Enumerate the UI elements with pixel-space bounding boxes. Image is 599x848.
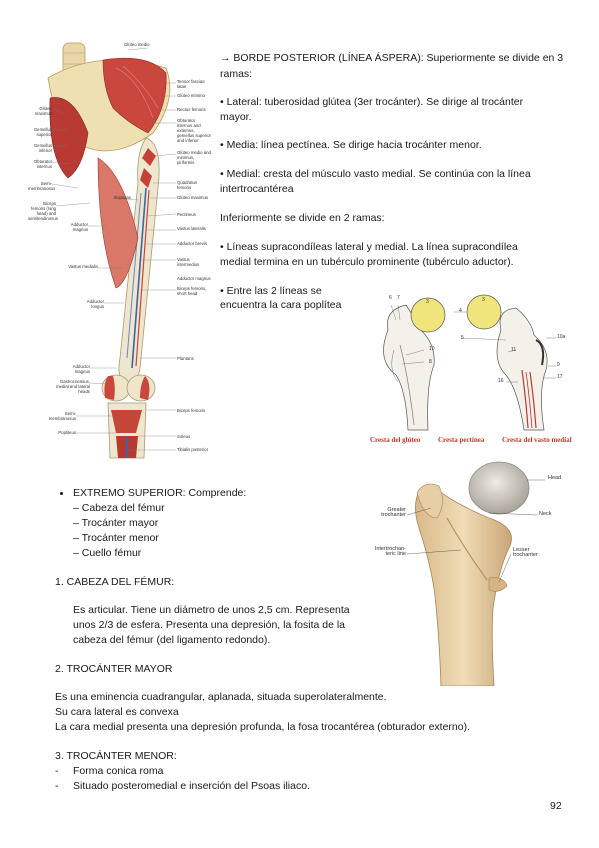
section3-dash-1: - <box>55 765 59 777</box>
section1-body-line3: cabeza del fémur (del ligamento redondo)… <box>73 634 271 646</box>
label-obturator-gemelli: Obturator internus and externus, gemellu… <box>177 118 211 143</box>
medial-branch-line2: intertrocantérea <box>220 183 294 195</box>
section3-dash-2: - <box>55 780 59 792</box>
label-obturator-internus: Obturator internus <box>33 159 52 169</box>
extremo-item-trocanter-mayor: – Trocánter mayor <box>73 517 159 529</box>
femur-num-4: 4 <box>459 308 462 314</box>
label-gluteus-maximus-right: Glúteo maximus <box>177 195 209 200</box>
section3-title: 3. TROCÁNTER MENOR: <box>55 750 177 762</box>
section2-body-line3: La cara medial presenta una depresión pr… <box>55 721 471 733</box>
femur-num-9: 9 <box>557 362 560 368</box>
label-gluteus-maximus-left: Glúteo maximus <box>34 106 52 116</box>
femoral-head-illustration <box>406 461 545 686</box>
label-lesser-trochanter-line1: Lesser <box>513 547 530 553</box>
label-adductor-magnus-left: Adductor magnus <box>70 222 88 232</box>
label-semimembranosus-bottom: Semi-membranosus <box>48 411 76 421</box>
popliteal-line2: encuentra la cara poplítea <box>220 299 342 311</box>
section1-body-line2: unos 2/3 de esfera. Presenta una depresi… <box>73 619 346 631</box>
medial-branch-line1: • Medial: cresta del músculo vasto media… <box>220 168 531 180</box>
label-lesser-trochanter: Lesser trochanter <box>513 547 538 558</box>
label-gastrocnemius: Gastrocnemius, medial and lateral heads <box>56 379 90 394</box>
section1-body-line1: Es articular. Tiene un diámetro de unos … <box>73 604 350 616</box>
lateral-branch-line1: • Lateral: tuberosidad glútea (3er trocá… <box>220 96 524 108</box>
femur-num-17: 17 <box>557 374 563 380</box>
femur-num-6: 6 <box>389 295 392 301</box>
label-greater-trochanter-line2: trochanter <box>381 512 406 518</box>
label-vastus-medialis: Vastus medialis <box>68 264 98 269</box>
section1-title: 1. CABEZA DEL FÉMUR: <box>55 576 175 588</box>
extremo-item-cuello: – Cuello fémur <box>73 547 142 559</box>
label-gluteus-medius-minimus-piriformis: Glúteo medio and minimus, piriformis <box>177 150 211 165</box>
label-biceps-short-head: Biceps femoris, short head <box>177 286 207 296</box>
label-popliteus: Popliteus <box>58 430 76 435</box>
femur-num-8-left: 8 <box>429 359 432 365</box>
label-intertroch-line2: teric line <box>385 551 406 557</box>
posterior-border-title-line1: → BORDE POSTERIOR (LÍNEA ÁSPERA): Superi… <box>220 52 564 64</box>
label-semimembranosus-top: Semi-membranosus <box>28 181 56 191</box>
label-adductor-magnus-right: Adductor magnus <box>177 276 211 281</box>
caption-cresta-pectinea: Cresta pectínea <box>438 436 485 444</box>
label-adductor-longus: Adductor longus <box>86 299 104 309</box>
caption-cresta-vasto-medial: Cresta del vasto medial <box>502 436 572 444</box>
femur-num-16: 16 <box>498 378 504 384</box>
posterior-thigh-muscles-figure: Glúteo medio Tensor fasciae latae Glúteo… <box>28 38 212 463</box>
supracondylar-line1: • Líneas supracondíleas lateral y medial… <box>220 241 518 253</box>
label-plantaris: Plantaris <box>177 356 194 361</box>
section2-body-line1: Es una eminencia cuadrangular, aplanada,… <box>55 691 387 703</box>
femur-num-3-left: 3 <box>426 299 429 305</box>
label-gluteus-minimus: Glúteo mínimo <box>177 93 205 98</box>
label-quadratus-femoris: Quadratus femoris <box>177 180 198 190</box>
femur-num-5: 5 <box>461 335 464 341</box>
label-gluteus-medius-top: Glúteo medio <box>124 42 150 47</box>
inferior-branches-title: Inferiormente se divide en 2 ramas: <box>220 212 385 224</box>
caption-cresta-gluteo: Cresta del glúteo <box>370 436 421 444</box>
label-biceps-femoris: Biceps femoris <box>177 408 206 413</box>
label-biceps-long-head: Biceps femoris (long head) and semitendi… <box>28 201 58 221</box>
label-greater-trochanter: Greater trochanter <box>369 507 406 518</box>
label-intertroch-line1: Intertrochan- <box>374 546 406 552</box>
label-iliopsoas: Iliopsoas <box>114 195 131 200</box>
label-gemellus-inferior: Gemellus inferior <box>33 143 52 153</box>
femur-crests-figure: 6 7 3 4 3 10 8 5 10a 11 9 17 16 Cresta d… <box>366 290 586 448</box>
label-gemellus-superior: Gemellus superior <box>33 127 52 137</box>
label-vastus-lateralis: Vastus lateralis <box>177 226 206 231</box>
extremo-bullet <box>60 492 63 495</box>
section3-item-2: Situado posteromedial e inserción del Ps… <box>73 780 310 792</box>
section2-body-line2: Su cara lateral es convexa <box>55 706 179 718</box>
supracondylar-line2: medial termina en un tubérculo prominent… <box>220 256 514 268</box>
section2-title: 2. TROCÁNTER MAYOR <box>55 663 173 675</box>
muscle-illustration <box>47 42 177 459</box>
page-number: 92 <box>550 800 562 812</box>
posterior-border-title-line2: ramas: <box>220 68 253 80</box>
femur-num-3-right: 3 <box>482 297 485 303</box>
label-intertrochanteric-line: Intertrochan- teric line <box>369 546 406 557</box>
lateral-branch-line2: mayor. <box>220 111 252 123</box>
femur-crests-illustration <box>383 294 556 431</box>
extremo-item-trocanter-menor: – Trocánter menor <box>73 532 159 544</box>
label-adductor-magnus-lower: Adductor magnus <box>72 364 90 374</box>
label-soleus: Soleus <box>177 434 191 439</box>
femoral-head-figure: Head Neck Greater trochanter Intertrocha… <box>369 458 565 686</box>
femur-num-10: 10 <box>429 346 435 352</box>
femur-num-7: 7 <box>397 295 400 301</box>
label-pectineus: Pectineus <box>177 212 196 217</box>
popliteal-line1: • Entre las 2 líneas se <box>220 285 322 297</box>
femur-num-11: 11 <box>511 347 517 353</box>
label-rectus-femoris: Rectus femoris <box>177 107 206 112</box>
section3-item-1: Forma conica roma <box>73 765 164 777</box>
label-vastus-intermedius: Vastus intermedius <box>177 257 200 267</box>
label-neck: Neck <box>539 511 552 517</box>
extremo-item-cabeza: – Cabeza del fémur <box>73 502 165 514</box>
label-tibialis-posterior: Tibialis posterior <box>177 447 209 452</box>
label-greater-trochanter-line1: Greater <box>387 507 406 513</box>
label-lesser-trochanter-line2: trochanter <box>513 552 538 558</box>
femur-num-10a: 10a <box>557 334 566 340</box>
label-head: Head <box>548 475 562 481</box>
extremo-title: EXTREMO SUPERIOR: Comprende: <box>73 487 247 499</box>
media-branch: • Media: línea pectínea. Se dirige hacia… <box>220 139 482 151</box>
label-tensor-fasciae: Tensor fasciae latae <box>177 79 205 89</box>
label-adductor-brevis: Adductor brevis <box>177 241 207 246</box>
